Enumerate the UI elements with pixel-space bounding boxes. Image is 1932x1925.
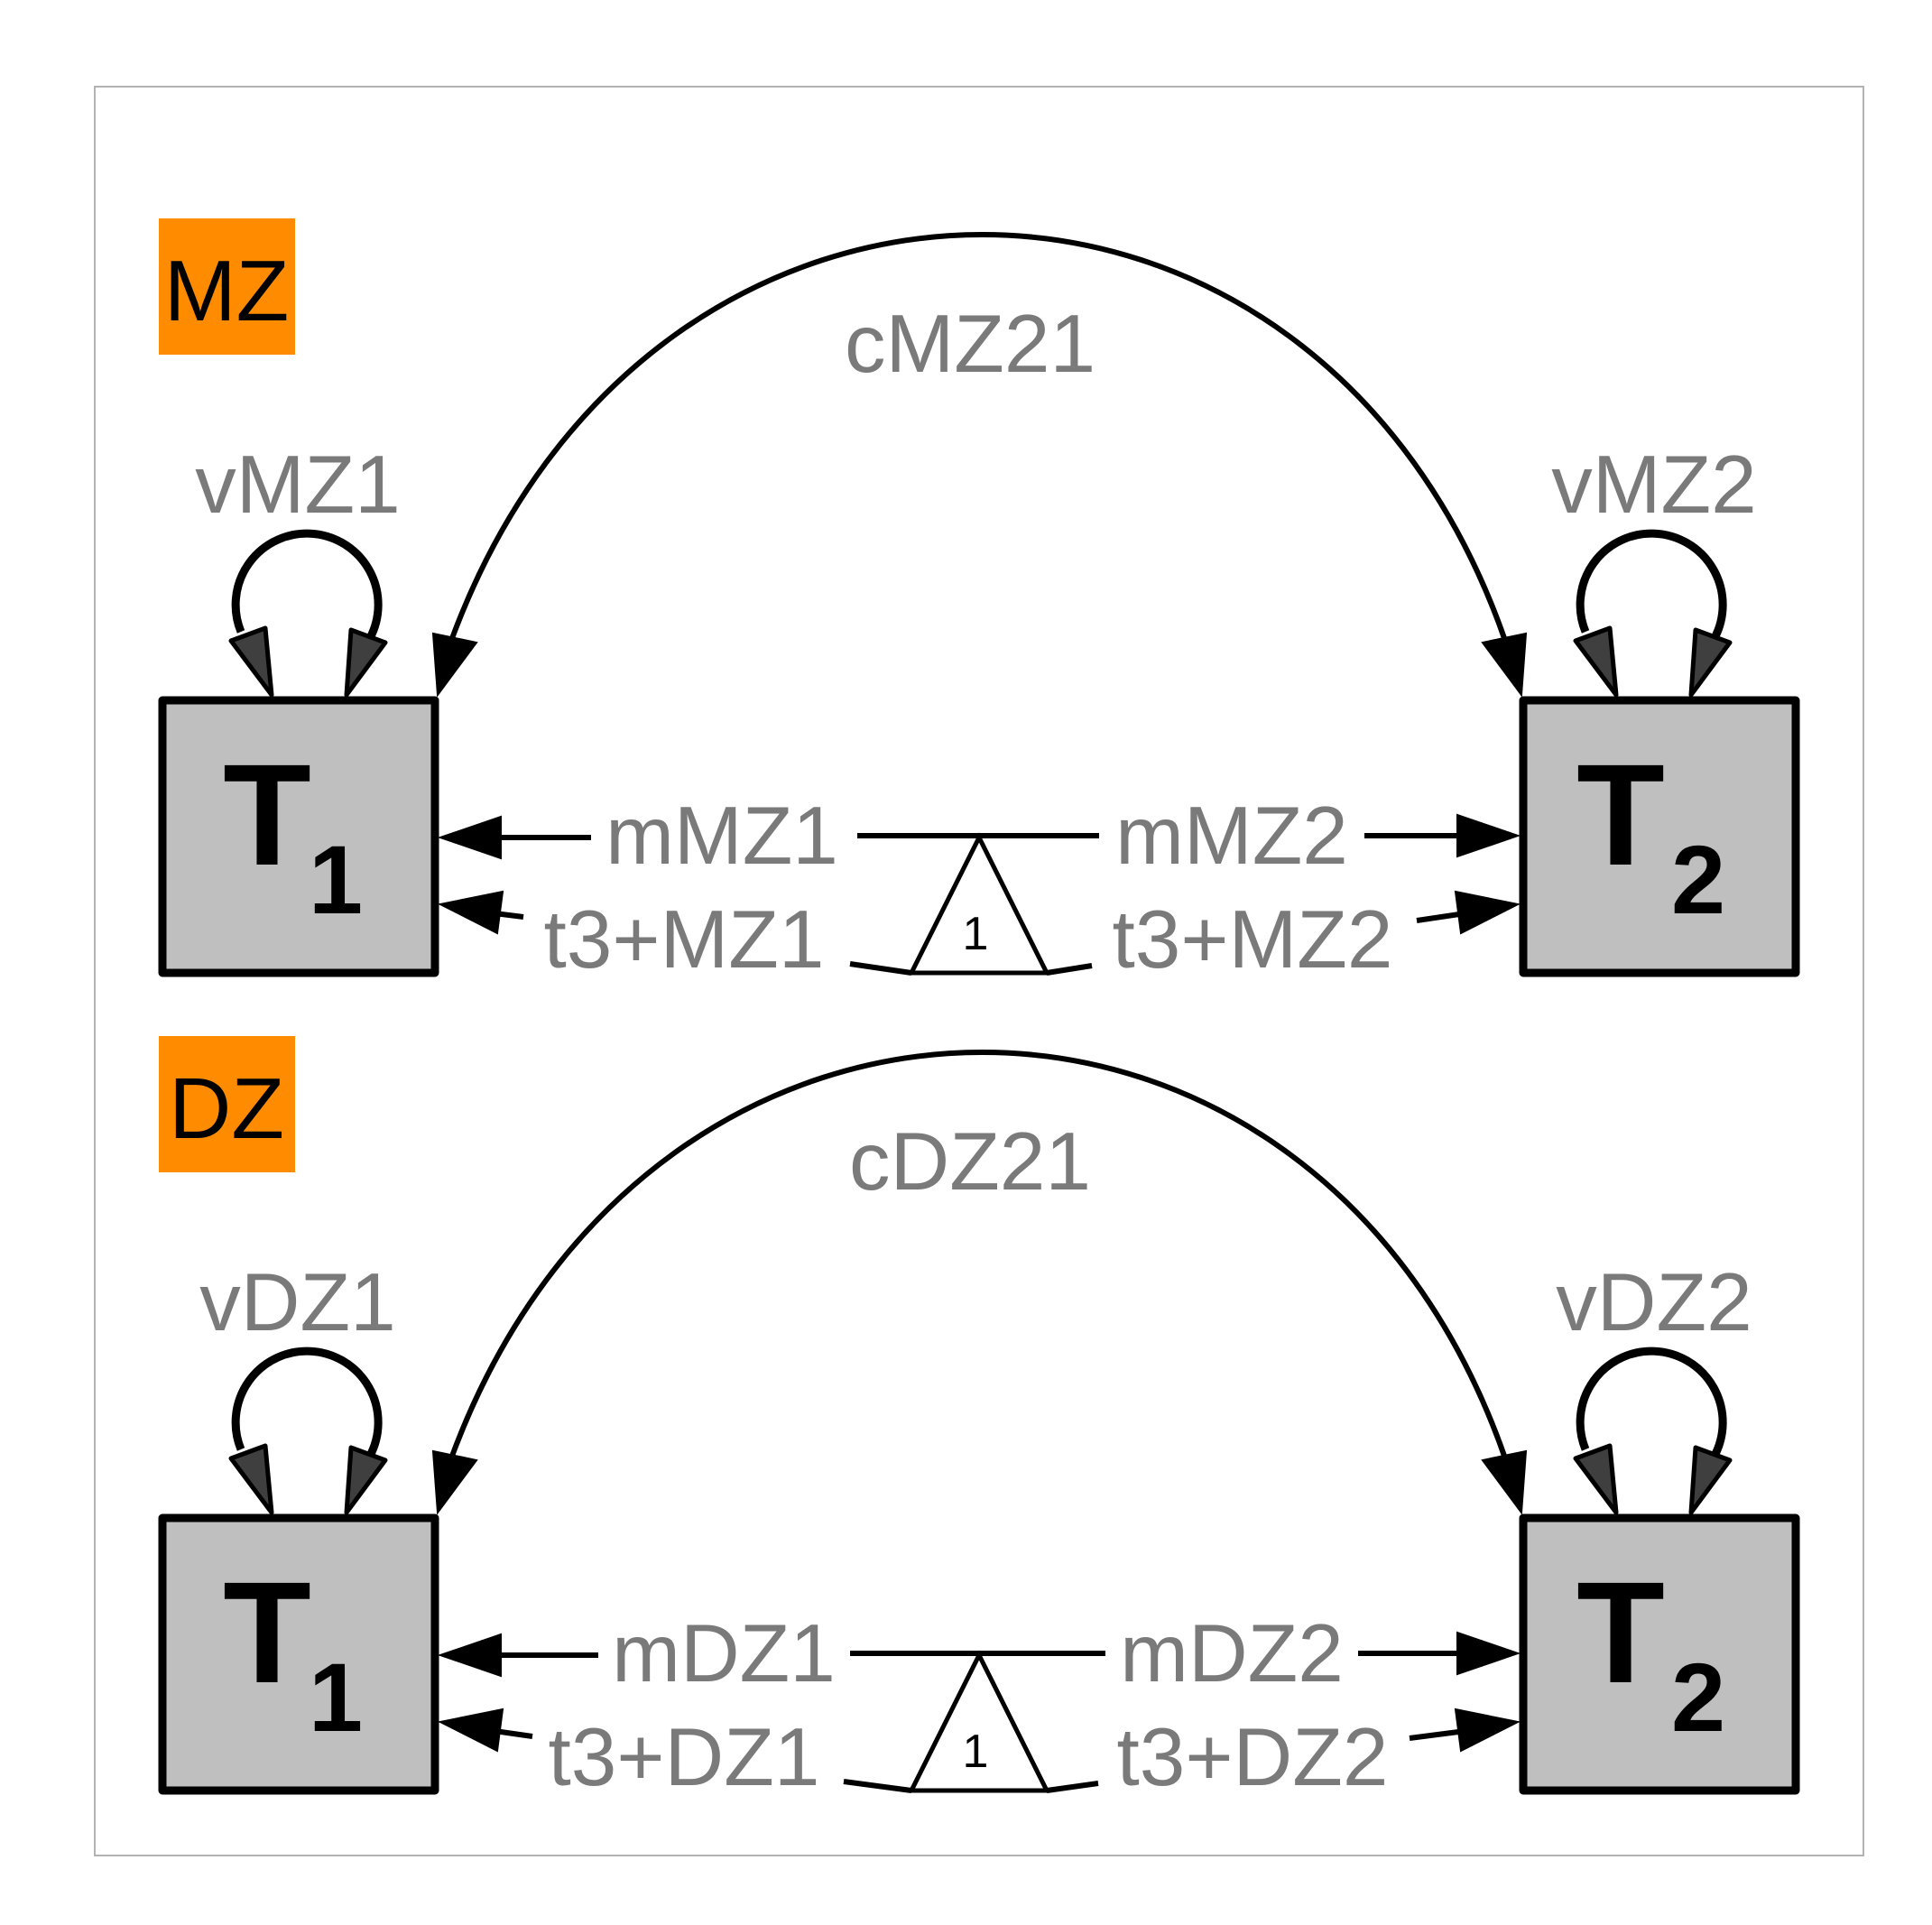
loop-arrowhead-icon [1573, 625, 1619, 698]
arrowhead-icon [1456, 1631, 1521, 1676]
arrowhead-icon [1481, 632, 1528, 698]
mean-label-t1: mMZ1 [605, 791, 838, 882]
threshold-path-t2[interactable] [1416, 911, 1466, 923]
loop-arrowhead-icon [1688, 627, 1733, 698]
variance-label-t1: vMZ1 [195, 440, 401, 531]
manifest-label-t1: T [223, 734, 311, 895]
manifest-label-t2: T [1576, 1551, 1665, 1713]
threshold-path-t2[interactable] [1046, 1781, 1099, 1793]
threshold-path-t1[interactable] [849, 961, 912, 976]
variance-loop-t2[interactable] [1576, 529, 1727, 641]
manifest-box-t2[interactable] [1519, 1513, 1800, 1795]
manifest-label-t1: T [223, 1551, 311, 1713]
arrowhead-icon [1454, 890, 1521, 935]
threshold-label-t1: t3+MZ1 [543, 894, 824, 986]
covariance-path[interactable] [448, 1050, 1508, 1460]
variance-loop-t1[interactable] [231, 1347, 383, 1458]
variance-loop-t2[interactable] [1576, 1347, 1727, 1458]
threshold-label-t2: t3+MZ2 [1112, 894, 1392, 986]
constant-triangle[interactable] [907, 1650, 1051, 1793]
variance-label-t1: vDZ1 [199, 1257, 395, 1348]
threshold-path-t1[interactable] [494, 1728, 533, 1739]
arrowhead-icon [437, 1708, 504, 1753]
group-label: DZ [169, 1060, 284, 1157]
arrowhead-icon [431, 1449, 478, 1515]
manifest-subscript-t2: 2 [1671, 1643, 1725, 1752]
constant-label: 1 [963, 908, 989, 960]
manifest-box-t1[interactable] [158, 1513, 439, 1795]
threshold-label-t2: t3+DZ2 [1117, 1712, 1389, 1803]
group-dz: DZ cDZ21 vDZ1 vDZ2 T 1 T 2 1 mDZ1 mDZ2 t… [158, 1036, 1800, 1803]
constant-triangle[interactable] [907, 832, 1051, 976]
loop-arrowhead-icon [344, 1445, 388, 1515]
covariance-label: cMZ21 [845, 299, 1095, 390]
group-badge [159, 218, 295, 355]
variance-label-t2: vDZ2 [1556, 1257, 1752, 1348]
manifest-subscript-t1: 1 [309, 825, 363, 934]
mean-label-t1: mDZ1 [612, 1608, 836, 1699]
covariance-path[interactable] [448, 232, 1508, 643]
loop-arrowhead-icon [228, 1443, 274, 1515]
arrowhead-icon [437, 1633, 502, 1678]
arrowhead-icon [1481, 1449, 1528, 1515]
threshold-path-t1[interactable] [843, 1779, 912, 1793]
manifest-box-t2[interactable] [1519, 696, 1800, 977]
arrowhead-icon [437, 815, 502, 860]
variance-loop-t1[interactable] [231, 529, 383, 641]
threshold-path-t2[interactable] [1046, 963, 1093, 976]
group-badge [159, 1036, 295, 1172]
threshold-path-t2[interactable] [1409, 1728, 1466, 1741]
variance-label-t2: vMZ2 [1551, 440, 1757, 531]
arrowhead-icon [437, 890, 504, 935]
arrowhead-icon [1456, 813, 1521, 858]
mean-label-t2: mMZ2 [1115, 791, 1348, 882]
constant-label: 1 [963, 1726, 989, 1778]
loop-arrowhead-icon [1688, 1445, 1733, 1515]
group-mz: MZ cMZ21 vMZ1 vMZ2 T 1 T 2 1 mMZ1 mMZ [158, 218, 1800, 986]
mean-label-t2: mDZ2 [1120, 1608, 1344, 1699]
threshold-label-t1: t3+DZ1 [549, 1712, 820, 1803]
manifest-label-t2: T [1576, 734, 1665, 895]
manifest-subscript-t1: 1 [309, 1643, 363, 1752]
loop-arrowhead-icon [228, 625, 274, 698]
covariance-label: cDZ21 [849, 1116, 1091, 1208]
arrowhead-icon [1454, 1708, 1521, 1753]
arrowhead-icon [431, 632, 478, 698]
group-label: MZ [164, 243, 290, 339]
loop-arrowhead-icon [344, 627, 388, 698]
manifest-subscript-t2: 2 [1671, 825, 1725, 934]
manifest-box-t1[interactable] [158, 696, 439, 977]
loop-arrowhead-icon [1573, 1443, 1619, 1515]
